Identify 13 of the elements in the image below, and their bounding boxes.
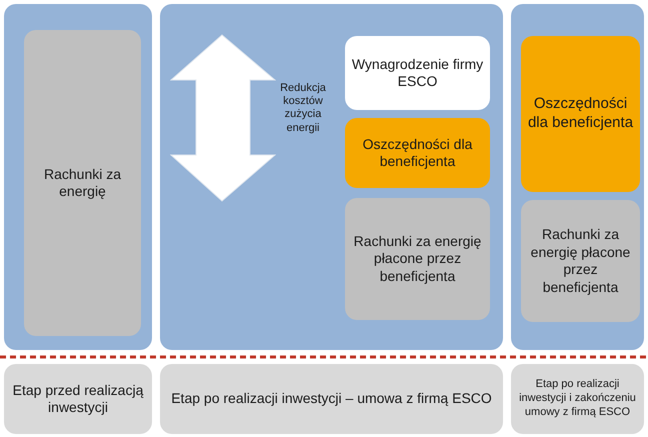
stage-box: Etap przed realizacją inwestycji <box>4 364 152 434</box>
stage-box: Etap po realizacji inwestycji – umowa z firmą ESCO <box>160 364 503 434</box>
arrow-caption: Redukcja kosztów zużycia energii <box>279 82 327 135</box>
bill-box: Rachunki za energię płacone przez beneficjenta <box>345 198 490 320</box>
panel <box>511 4 644 350</box>
savings-box: Oszczędności dla beneficjenta <box>521 36 640 192</box>
panel <box>4 4 152 350</box>
fee-box: Wynagrodzenie firmy ESCO <box>345 36 490 110</box>
stage-box: Etap po realizacji inwestycji i zakończeniu umowy z firmą ESCO <box>511 364 644 434</box>
bill-box: Rachunki za energię płacone przez beneficjenta <box>521 200 640 322</box>
savings-box: Oszczędności dla beneficjenta <box>345 118 490 188</box>
panel <box>160 4 503 350</box>
bill-box: Rachunki za energię <box>24 30 141 336</box>
